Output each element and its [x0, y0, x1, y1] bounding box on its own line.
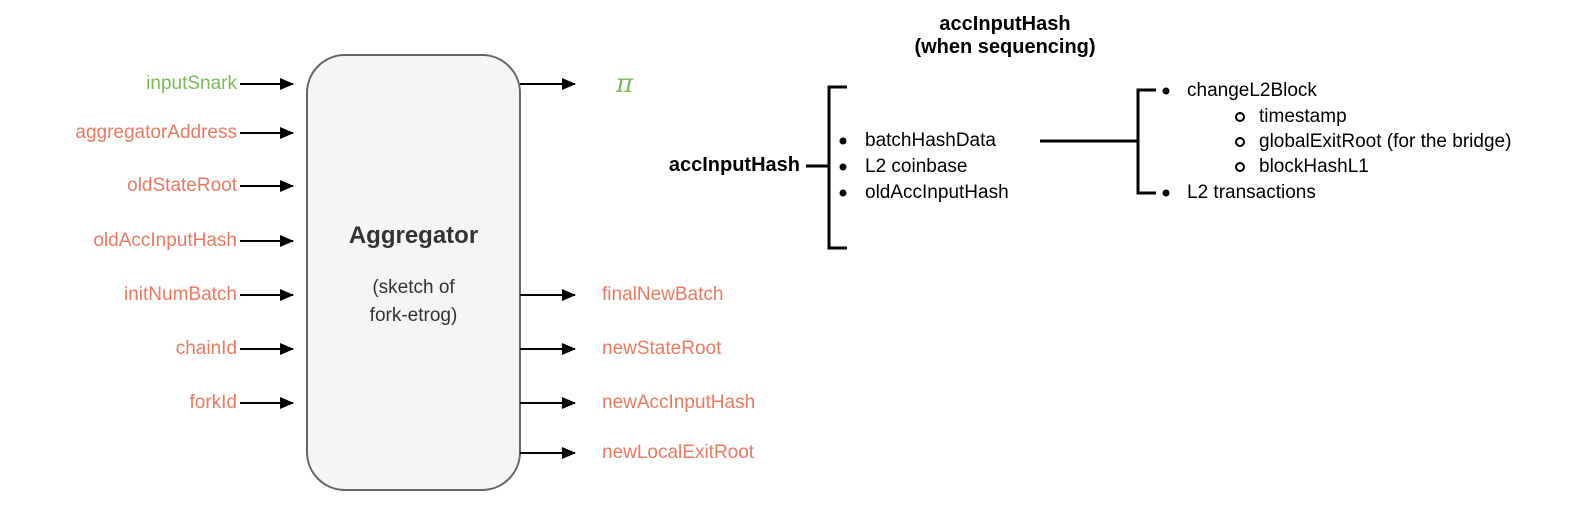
bullet-dot	[839, 163, 847, 171]
bullet-dot	[839, 189, 847, 197]
sub-bullet-circle	[1235, 112, 1245, 122]
input-label-chainid: chainId	[175, 338, 237, 359]
tree-heading: accInputHash (when sequencing)	[914, 13, 1096, 58]
tree-root-label: accInputHash	[668, 154, 800, 176]
input-label-forkid: forkId	[189, 392, 237, 413]
expanded-bracket	[1136, 88, 1156, 195]
sub-bullet-circle	[1235, 137, 1245, 147]
aggregator-subtitle: (sketch of fork-etrog)	[369, 277, 458, 326]
bullet-dot	[1162, 87, 1170, 95]
tree-subitem-blockhashl1: blockHashL1	[1259, 156, 1369, 177]
input-label-initnumbatch: initNumBatch	[124, 284, 237, 305]
output-label-newlocalexitroot: newLocalExitRoot	[602, 442, 755, 463]
tree-item-batchhashdata: batchHashData	[865, 130, 996, 151]
tree-item-l2coinbase: L2 coinbase	[865, 156, 968, 177]
tree-brackets	[806, 85, 1245, 250]
input-label-oldaccinputhash: oldAccInputHash	[93, 230, 237, 251]
tree-item-l2transactions: L2 transactions	[1187, 182, 1316, 203]
input-label-inputsnark: inputSnark	[146, 73, 237, 94]
output-arrows	[520, 78, 576, 459]
output-label-newaccinputhash: newAccInputHash	[602, 392, 756, 413]
tree-subitem-timestamp: timestamp	[1259, 106, 1347, 127]
bullet-dot	[1162, 189, 1170, 197]
output-label-newstateroot: newStateRoot	[602, 338, 722, 359]
output-label-finalnewbatch: finalNewBatch	[602, 284, 724, 305]
aggregator-title: Aggregator	[348, 222, 479, 249]
tree-item-changel2block: changeL2Block	[1187, 80, 1317, 101]
bullet-dot	[839, 137, 847, 145]
output-label-pi: π	[616, 69, 634, 99]
input-label-aggregatoraddress: aggregatorAddress	[75, 122, 237, 143]
tree-item-oldaccinputhash: oldAccInputHash	[865, 182, 1009, 203]
aggregator-box	[306, 54, 521, 491]
tree-subitem-globalexitroot: globalExitRoot (for the bridge)	[1259, 131, 1512, 152]
input-label-oldstateroot: oldStateRoot	[127, 175, 237, 196]
components-bracket	[827, 85, 847, 250]
sub-bullet-circle	[1235, 162, 1245, 172]
input-arrows	[240, 78, 294, 409]
